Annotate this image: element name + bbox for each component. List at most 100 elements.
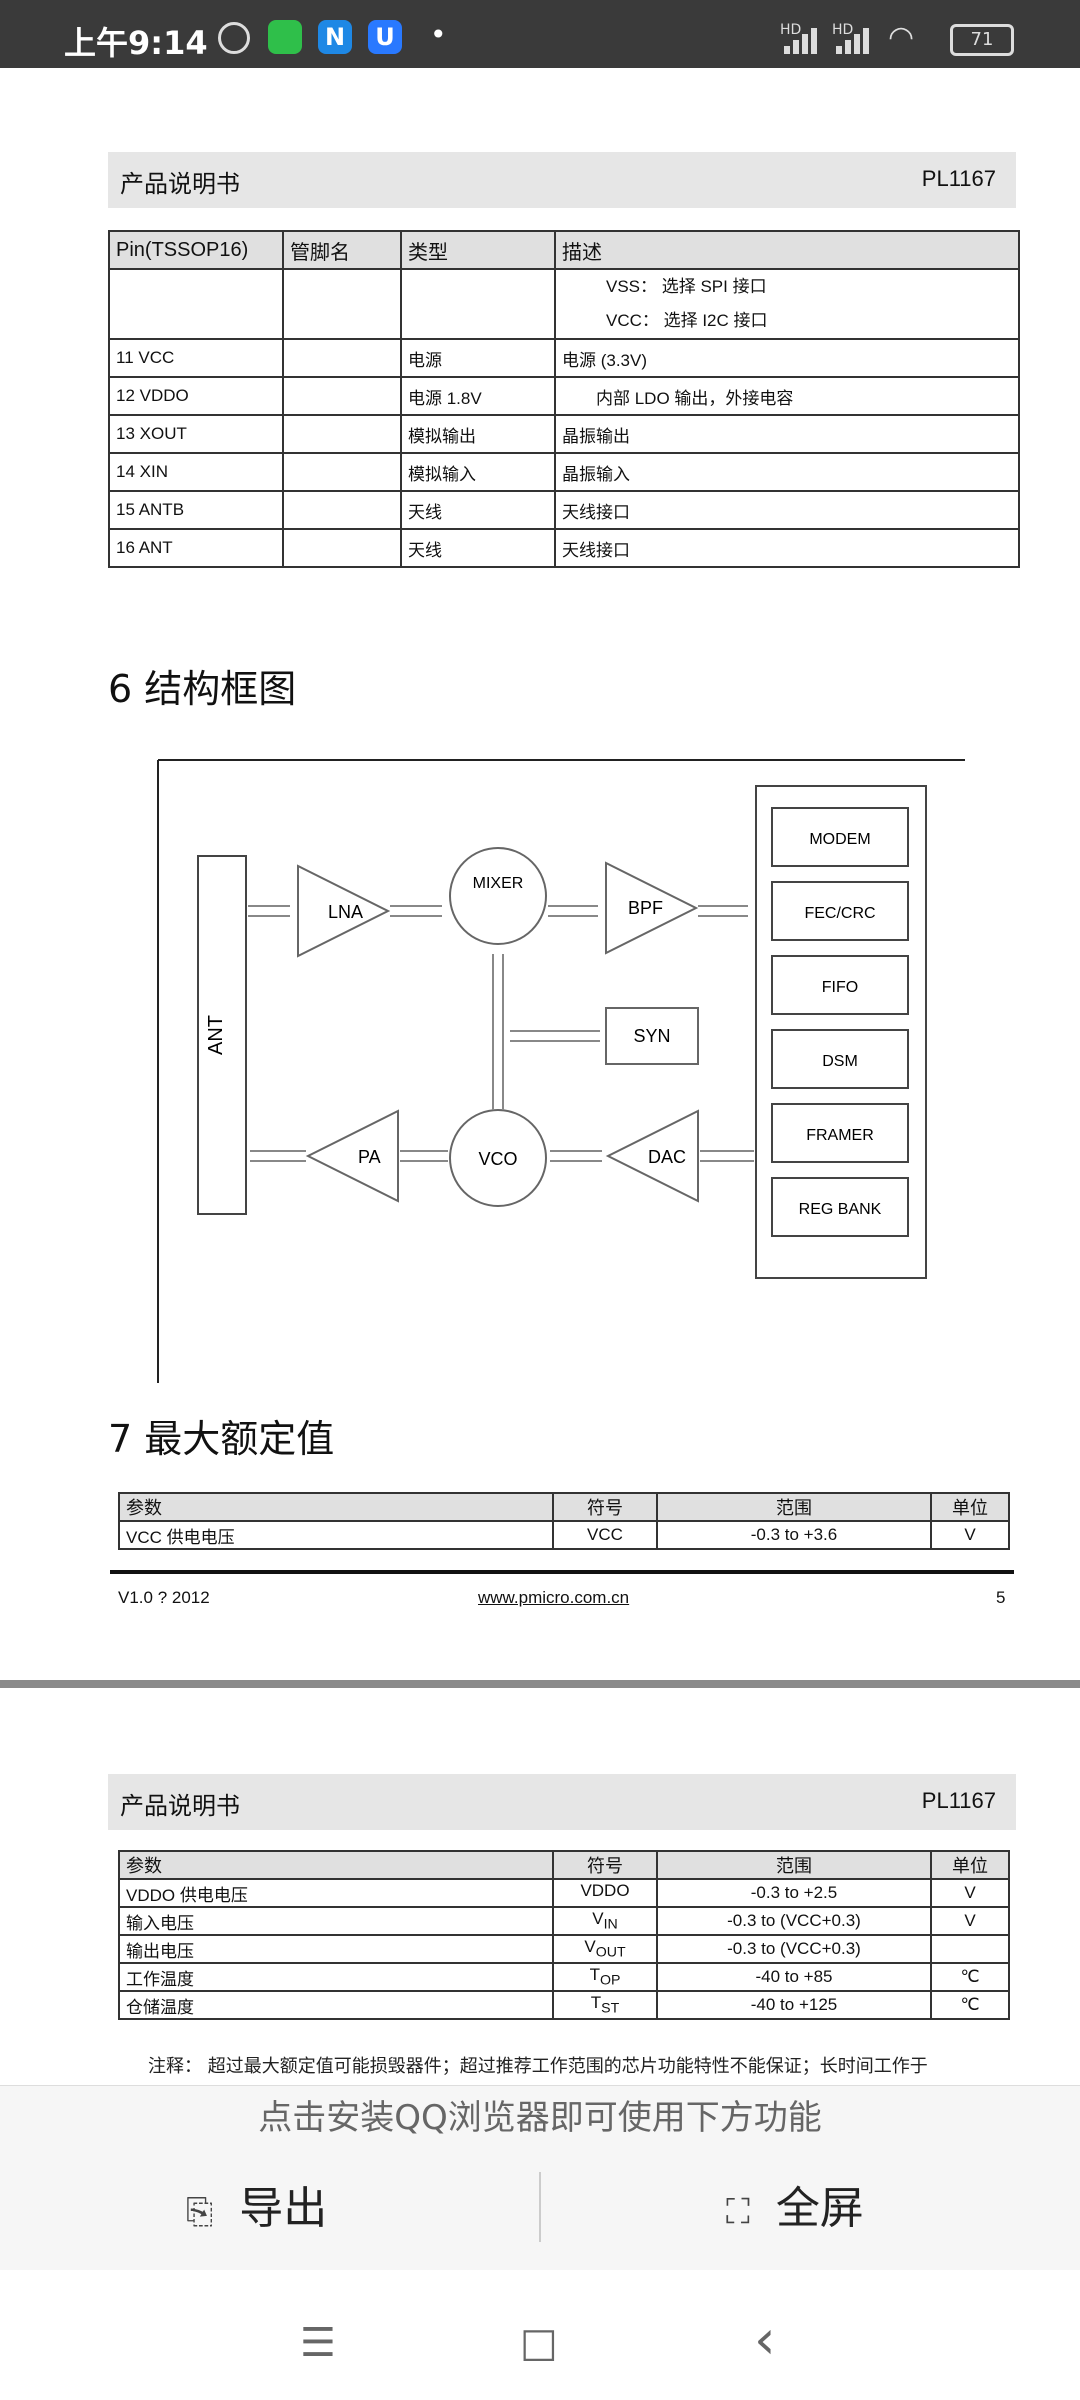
cell-unit: V xyxy=(930,1906,1010,1936)
vco-label: VCO xyxy=(478,1149,517,1169)
qq-install-prompt[interactable]: 点击安装QQ浏览器即可使用下方功能 xyxy=(258,2098,822,2138)
export-label: 导出 xyxy=(239,2183,328,2234)
section-6-title: 6 结构框图 xyxy=(108,667,297,711)
col-range: 范围 xyxy=(656,1850,932,1880)
dac-label: DAC xyxy=(648,1147,686,1167)
cell-range: -40 to +85 xyxy=(656,1962,932,1992)
status-bar: 上午9:14 N U • HD HD ◠ 71 xyxy=(0,0,1080,68)
bpf-label: BPF xyxy=(628,898,663,918)
mixer-label: MIXER xyxy=(473,875,524,892)
digital-core-block xyxy=(755,785,927,1279)
syn-block xyxy=(605,1007,699,1065)
bpf-block xyxy=(605,861,699,955)
u-app-icon: U xyxy=(368,20,402,54)
cell-type: 电源 xyxy=(400,338,556,378)
more-notifications-icon: • xyxy=(430,18,447,51)
export-button[interactable]: ⎘导出 xyxy=(186,2172,327,2252)
cell-range: -0.3 to (VCC+0.3) xyxy=(656,1906,932,1936)
cell-unit: ℃ xyxy=(930,1990,1010,2020)
document-page-2: 产品说明书 PL1167 参数 符号 范围 单位 VDDO 供电电压 VDDO … xyxy=(0,1688,1080,2138)
footer-link[interactable]: www.pmicro.com.cn xyxy=(478,1588,630,1607)
cell-type: 天线 xyxy=(400,528,556,568)
symbol-sub: ST xyxy=(601,2000,620,2017)
cell-param: 仓储温度 xyxy=(118,1990,554,2020)
cell-desc: 天线接口 xyxy=(554,490,1020,530)
cell-symbol: VDDO xyxy=(552,1878,658,1908)
cell-desc: 内部 LDO 输出，外接电容 xyxy=(554,376,1020,416)
qq-divider xyxy=(539,2172,541,2242)
desc-line: VSS： 选择 SPI 接口 xyxy=(606,277,767,296)
desc-line: VCC： 选择 I2C 接口 xyxy=(606,311,768,330)
dac-block xyxy=(605,1109,699,1203)
symbol-sub: OP xyxy=(599,1972,621,1989)
cell-name xyxy=(282,452,402,492)
fifo-block xyxy=(771,955,909,1015)
back-icon[interactable]: ‹ xyxy=(754,2308,776,2371)
pa-label: PA xyxy=(358,1147,381,1167)
n-app-icon: N xyxy=(318,20,352,54)
col-unit: 单位 xyxy=(930,1850,1010,1880)
syn-label: SYN xyxy=(633,1026,670,1046)
table-cell-desc: VSS： 选择 SPI 接口 VCC： 选择 I2C 接口 xyxy=(554,268,1020,340)
page-header: 产品说明书 PL1167 xyxy=(108,152,1016,208)
col-pin: Pin(TSSOP16) xyxy=(108,230,284,270)
symbol-sub: IN xyxy=(603,1916,618,1933)
signal-arrows xyxy=(248,905,754,1162)
cell-range: -0.3 to +3.6 xyxy=(656,1520,932,1550)
cell-symbol: VIN xyxy=(552,1906,658,1936)
signal-2-icon xyxy=(836,26,876,54)
cell-unit: V xyxy=(930,1520,1010,1550)
home-icon[interactable]: □ xyxy=(520,2320,558,2366)
reg-bank-label: REG BANK xyxy=(799,1201,882,1218)
cell-name xyxy=(282,338,402,378)
modem-block xyxy=(771,807,909,867)
cell-range: -0.3 to (VCC+0.3) xyxy=(656,1934,932,1964)
header-model: PL1167 xyxy=(921,166,996,191)
cell-desc: 电源 (3.3V) xyxy=(554,338,1020,378)
col-param: 参数 xyxy=(118,1492,554,1522)
cell-pin: 12 VDDO xyxy=(108,376,284,416)
cell-pin: 14 XIN xyxy=(108,452,284,492)
page-header: 产品说明书 PL1167 xyxy=(108,1774,1016,1830)
ant-block xyxy=(197,855,247,1215)
col-range: 范围 xyxy=(656,1492,932,1522)
cell-type: 电源 1.8V xyxy=(400,376,556,416)
vco-block xyxy=(449,1109,547,1207)
menu-icon[interactable]: ☰ xyxy=(300,2320,336,2366)
modem-label: MODEM xyxy=(809,831,870,848)
pin-table: Pin(TSSOP16) 管脚名 类型 描述 VSS： 选择 SPI 接口 VC… xyxy=(108,230,1020,568)
reg-bank-block xyxy=(771,1177,909,1237)
col-desc: 描述 xyxy=(554,230,1020,270)
table-row: VSS： 选择 SPI 接口 VCC： 选择 I2C 接口 xyxy=(108,268,1020,340)
cell-type: 天线 xyxy=(400,490,556,530)
lna-label: LNA xyxy=(328,902,363,922)
table-row: VCC 供电电压 VCC -0.3 to +3.6 V xyxy=(118,1520,1010,1550)
cell-desc: 天线接口 xyxy=(554,528,1020,568)
footer-rule xyxy=(110,1570,1014,1574)
table-row: 仓储温度 TST -40 to +125 ℃ xyxy=(118,1990,1010,2020)
table-row: 15 ANTB 天线 天线接口 xyxy=(108,490,1020,530)
note-text: 注释： 超过最大额定值可能损毁器件；超过推荐工作范围的芯片功能特性不能保证；长时… xyxy=(148,2056,928,2077)
fullscreen-icon: ⛶ xyxy=(726,2192,750,2232)
page-separator xyxy=(0,1680,1080,1688)
cell-name xyxy=(282,414,402,454)
cell-param: 输出电压 xyxy=(118,1934,554,1964)
footer-page-number: 5 xyxy=(996,1588,1006,1607)
wifi-icon: ◠ xyxy=(888,20,915,55)
fec-crc-block xyxy=(771,881,909,941)
symbol-text: T xyxy=(589,1965,600,1985)
framer-block xyxy=(771,1103,909,1163)
cell-range: -0.3 to +2.5 xyxy=(656,1878,932,1908)
table-row: 11 VCC 电源 电源 (3.3V) xyxy=(108,338,1020,378)
col-name: 管脚名 xyxy=(282,230,402,270)
cell-type: 模拟输入 xyxy=(400,452,556,492)
fullscreen-button[interactable]: ⛶全屏 xyxy=(726,2172,864,2252)
ant-label: ANT xyxy=(205,1015,227,1055)
symbol-text: VDDO xyxy=(580,1881,630,1901)
cell-desc: 晶振输出 xyxy=(554,414,1020,454)
document-page-1: 产品说明书 PL1167 Pin(TSSOP16) 管脚名 类型 描述 VSS：… xyxy=(0,68,1080,1680)
table-row: 工作温度 TOP -40 to +85 ℃ xyxy=(118,1962,1010,1992)
fifo-label: FIFO xyxy=(822,979,858,996)
col-unit: 单位 xyxy=(930,1492,1010,1522)
header-model: PL1167 xyxy=(921,1788,996,1813)
